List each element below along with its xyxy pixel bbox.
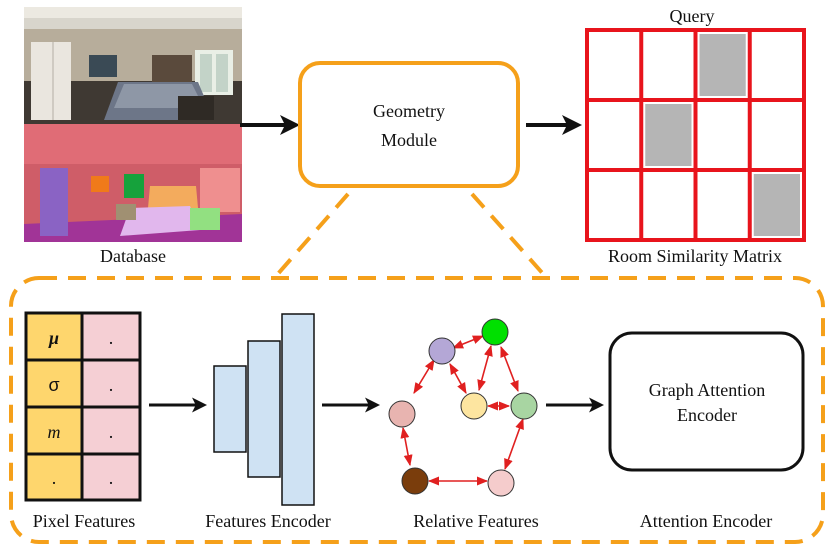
graph-node-yellow (460, 392, 488, 420)
pixel-features-table: μ σ m . . . . . (24, 311, 142, 502)
zoom-line-left (274, 192, 350, 278)
graph-node-lightpink (487, 469, 515, 497)
pixel-feature-value-4: . (109, 468, 114, 488)
attention-encoder-label: Attention Encoder (640, 511, 772, 531)
pixel-feature-value-2: . (109, 375, 114, 395)
features-encoder-label: Features Encoder (205, 511, 330, 531)
pixel-feature-value-3: . (109, 422, 114, 442)
pixel-features-label: Pixel Features (33, 511, 135, 531)
graph-edge-purple-pink (413, 359, 435, 394)
encoder-layer-3 (281, 313, 315, 506)
matrix-cell-highlighted (699, 34, 746, 96)
pixel-feature-m: m (48, 422, 61, 442)
graph-node-pink (388, 400, 416, 428)
relative-features-graph (388, 318, 538, 497)
matrix-cell-highlighted (753, 174, 800, 236)
graph-edge-green-sage (500, 345, 519, 393)
matrix-cell-highlighted (645, 104, 692, 166)
geometry-module-title-line2: Module (381, 130, 437, 150)
room-similarity-matrix (585, 28, 806, 242)
query-label: Query (670, 6, 715, 26)
pixel-feature-sigma: σ (48, 375, 59, 395)
room-photo (24, 7, 242, 124)
graph-attention-encoder-box (608, 331, 805, 472)
encoder-layer-2 (247, 340, 281, 478)
graph-node-sage (510, 392, 538, 420)
graph-attention-title-line2: Encoder (677, 405, 737, 425)
graph-node-brown (401, 467, 429, 495)
graph-edge-pink-brown (400, 426, 413, 467)
room-similarity-label: Room Similarity Matrix (608, 246, 782, 266)
geometry-module-title-line1: Geometry (373, 101, 445, 121)
graph-attention-title-line1: Graph Attention (649, 380, 765, 400)
graph-edge-purple-yellow (449, 363, 467, 394)
features-encoder (213, 313, 315, 506)
pixel-feature-ellipsis: . (52, 468, 57, 488)
geometry-module-box (298, 61, 520, 188)
graph-node-purple (428, 337, 456, 365)
graph-edge-sage-lightpink (504, 417, 524, 471)
pixel-feature-value-1: . (109, 328, 114, 348)
zoom-line-right (470, 192, 547, 278)
graph-edge-green-yellow (477, 344, 493, 392)
encoder-layer-1 (213, 365, 247, 453)
database-label: Database (100, 246, 166, 266)
relative-features-label: Relative Features (413, 511, 538, 531)
segmentation-map (24, 124, 242, 242)
graph-edge-purple-green (451, 335, 485, 349)
database-images (24, 7, 242, 242)
graph-node-green (481, 318, 509, 346)
pixel-feature-mu: μ (48, 328, 59, 348)
geometry-module-detail-container (9, 276, 825, 544)
